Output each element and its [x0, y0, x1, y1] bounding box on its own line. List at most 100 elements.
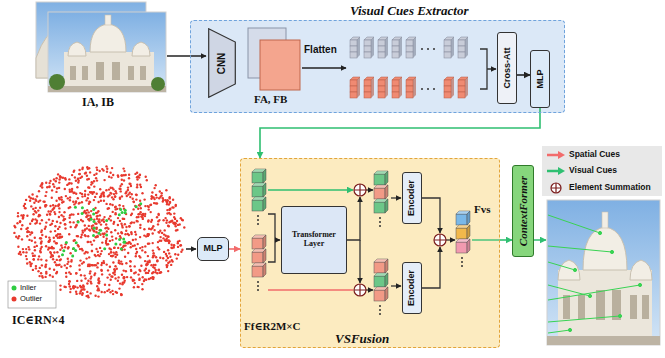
point-cloud	[141, 283, 143, 285]
point-cloud	[153, 229, 155, 231]
fusion-wiring	[422, 247, 440, 288]
point-cloud	[68, 183, 70, 185]
point-cloud	[62, 219, 64, 221]
input-photo	[112, 62, 120, 80]
token-group	[421, 48, 423, 50]
point-cloud	[118, 287, 120, 289]
point-cloud	[97, 262, 99, 264]
point-cloud	[164, 229, 166, 231]
point-cloud	[76, 280, 78, 282]
point-cloud	[118, 238, 121, 241]
point-cloud	[167, 225, 169, 227]
input-photo	[70, 66, 76, 80]
point-cloud	[102, 218, 104, 220]
point-cloud	[109, 240, 111, 242]
point-cloud	[180, 217, 182, 219]
point-cloud	[125, 226, 127, 228]
point-cloud	[42, 200, 44, 202]
point-cloud	[45, 204, 47, 206]
point-cloud	[159, 190, 161, 192]
point-cloud	[88, 256, 90, 258]
point-cloud	[124, 256, 126, 258]
flow-arrow	[167, 55, 206, 57]
input-photo	[68, 42, 86, 56]
point-cloud	[71, 255, 74, 258]
point-cloud	[90, 218, 93, 221]
point-cloud	[56, 242, 58, 244]
point-cloud	[147, 205, 149, 207]
point-cloud	[69, 285, 71, 287]
point-cloud	[158, 269, 160, 271]
point-cloud	[168, 212, 170, 214]
point-cloud	[51, 209, 53, 211]
point-cloud	[48, 186, 50, 188]
point-cloud	[183, 226, 185, 228]
token-group	[444, 46, 451, 52]
point-cloud	[89, 171, 91, 173]
point-cloud	[139, 213, 141, 215]
point-cloud	[82, 288, 84, 290]
output-photo	[548, 215, 600, 233]
token-group	[465, 77, 468, 98]
point-cloud	[145, 176, 147, 178]
flow-arrow	[534, 239, 546, 241]
point-cloud	[73, 240, 75, 242]
point-cloud	[152, 196, 154, 198]
point-cloud	[125, 262, 127, 264]
point-cloud	[130, 214, 132, 216]
point-cloud	[68, 283, 70, 285]
token-group	[392, 52, 399, 58]
point-cloud	[149, 204, 151, 206]
legend-swatch	[11, 296, 17, 302]
point-cloud	[49, 213, 51, 215]
token-group	[385, 259, 388, 273]
point-cloud	[87, 197, 89, 199]
input-photo	[48, 12, 166, 92]
point-cloud	[148, 208, 150, 210]
point-cloud	[133, 286, 135, 288]
point-cloud	[49, 251, 51, 253]
token-group	[252, 266, 263, 277]
point-cloud	[97, 295, 99, 297]
point-cloud	[105, 223, 107, 225]
token-group	[399, 37, 402, 58]
point-cloud	[110, 275, 112, 277]
point-cloud	[117, 232, 119, 234]
point-cloud	[81, 168, 83, 170]
point-cloud	[131, 193, 133, 195]
point-cloud	[86, 209, 88, 211]
token-group	[385, 287, 388, 301]
point-cloud	[77, 220, 80, 223]
point-cloud	[148, 242, 150, 244]
point-cloud	[147, 255, 149, 257]
point-cloud	[111, 239, 113, 241]
point-cloud	[64, 223, 66, 225]
point-cloud	[167, 249, 169, 251]
point-cloud	[127, 252, 129, 254]
output-photo	[547, 200, 660, 345]
output-photo	[548, 316, 620, 322]
token-group	[458, 80, 465, 86]
point-cloud	[98, 221, 100, 223]
point-cloud	[87, 218, 89, 220]
point-cloud	[81, 206, 84, 209]
point-cloud	[108, 176, 110, 178]
point-cloud	[137, 243, 139, 245]
token-group	[374, 202, 385, 213]
point-cloud	[118, 188, 120, 190]
token-group	[374, 199, 388, 213]
fusion-wiring	[391, 197, 401, 198]
point-cloud	[68, 280, 70, 282]
point-cloud	[43, 201, 45, 203]
point-cloud	[100, 195, 102, 197]
point-cloud	[139, 236, 141, 238]
point-cloud	[133, 200, 135, 202]
fusion-wiring	[268, 189, 353, 190]
legend-swatch	[558, 167, 565, 175]
point-cloud	[172, 206, 174, 208]
point-cloud	[26, 258, 28, 260]
legend-text: Element Summation	[569, 183, 651, 192]
point-cloud	[89, 214, 91, 216]
point-cloud	[16, 222, 18, 224]
output-photo	[573, 268, 576, 271]
